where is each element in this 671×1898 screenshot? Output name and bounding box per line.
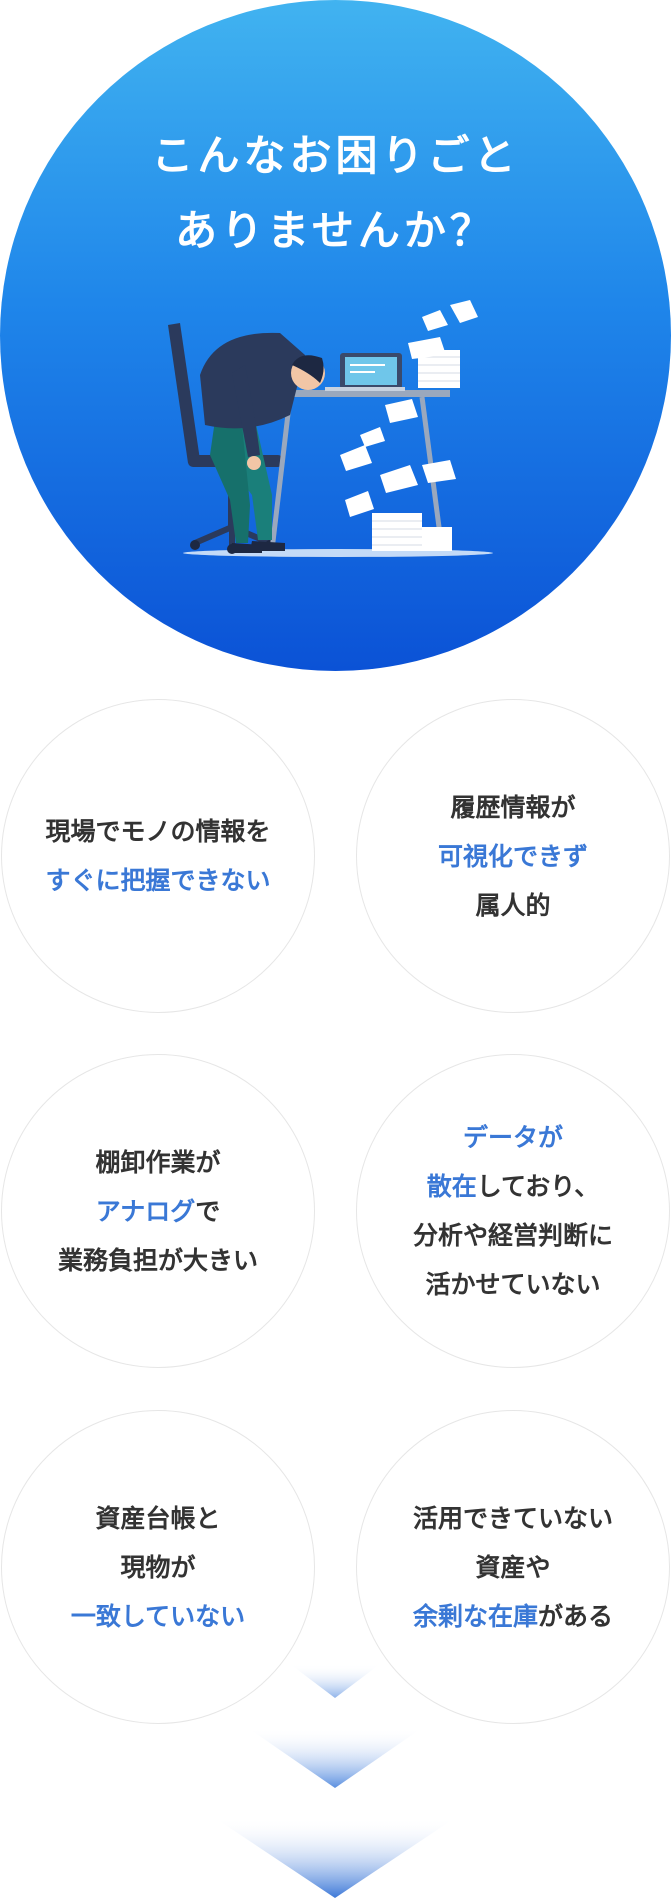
- bubble-line: 一致していない: [71, 1592, 245, 1641]
- chevron-1: [290, 1664, 380, 1698]
- problem-bubble-ledger-mismatch: 資産台帳と 現物が 一致していない: [1, 1410, 315, 1724]
- bubble-text: 棚卸作業が: [95, 1147, 221, 1177]
- bubble-line: 現場でモノの情報を: [45, 807, 270, 856]
- exhausted-worker-at-desk-icon: [168, 300, 493, 557]
- bubble-line: 分析や経営判断に: [413, 1211, 613, 1260]
- bubble-highlight-text: 散在: [426, 1172, 477, 1201]
- bubble-highlight-text: すぐに把握できない: [45, 866, 271, 895]
- bubble-text: がある: [538, 1601, 614, 1631]
- bubble-line: 履歴情報が: [450, 783, 575, 832]
- bubble-highlight-text: アナログ: [95, 1196, 196, 1226]
- chevron-2: [248, 1728, 422, 1788]
- problem-bubble-data-scattered: データが 散在しており、 分析や経営判断に 活かせていない: [356, 1054, 670, 1368]
- problem-bubble-surplus-stock: 活用できていない 資産や 余剰な在庫がある: [356, 1410, 670, 1724]
- bubble-highlight-text: 一致していない: [70, 1601, 246, 1631]
- chevron-3: [215, 1818, 455, 1898]
- chevron-down-icon: [215, 1664, 455, 1898]
- hero-title-line2: ありませんか？: [175, 206, 496, 255]
- bubble-line: 棚卸作業が: [95, 1138, 220, 1187]
- bubble-line: 活用できていない: [413, 1494, 613, 1543]
- bubble-line: 現物が: [120, 1543, 195, 1592]
- bubble-line: 資産台帳と: [95, 1494, 220, 1543]
- bubble-highlight-text: 可視化できず: [437, 841, 588, 871]
- problem-bubble-history: 履歴情報が 可視化できず 属人的: [356, 699, 670, 1013]
- bubble-line: 活かせていない: [425, 1260, 600, 1309]
- bubble-highlight-text: データが: [462, 1123, 563, 1152]
- bubble-line: 散在しており、: [427, 1162, 600, 1211]
- bubble-line: データが: [463, 1113, 563, 1162]
- bubble-text: 履歴情報が: [450, 792, 576, 822]
- bubble-text: 分析や経営判断に: [412, 1221, 613, 1250]
- bubble-text: 活用できていない: [412, 1503, 613, 1533]
- bubble-text: 活かせていない: [425, 1270, 601, 1299]
- bubble-text: 現場でモノの情報を: [45, 817, 271, 846]
- bubble-line: 業務負担が大きい: [58, 1236, 258, 1285]
- bubble-line: 可視化できず: [438, 832, 588, 881]
- bubble-line: 資産や: [475, 1543, 550, 1592]
- bubble-text: 現物が: [120, 1552, 196, 1582]
- bubble-line: 属人的: [475, 881, 550, 930]
- bubble-text: で: [195, 1196, 221, 1226]
- problem-bubble-inventory: 棚卸作業が アナログで 業務負担が大きい: [1, 1054, 315, 1368]
- bubble-text: しており、: [476, 1172, 600, 1201]
- bubble-text: 業務負担が大きい: [57, 1245, 258, 1275]
- bubble-text: 資産や: [475, 1552, 551, 1582]
- hero-title-line1: こんなお困りごと: [151, 131, 520, 180]
- bubble-text: 属人的: [475, 890, 551, 920]
- problem-bubble-realtime-info: 現場でモノの情報を すぐに把握できない: [1, 699, 315, 1013]
- bubble-highlight-text: 余剰な在庫: [412, 1601, 538, 1631]
- bubble-line: アナログで: [96, 1187, 221, 1236]
- bubble-line: すぐに把握できない: [45, 856, 270, 905]
- hero-circle: こんなお困りごと ありませんか？: [0, 0, 671, 671]
- bubble-line: 余剰な在庫がある: [413, 1592, 613, 1641]
- bubble-text: 資産台帳と: [95, 1503, 221, 1533]
